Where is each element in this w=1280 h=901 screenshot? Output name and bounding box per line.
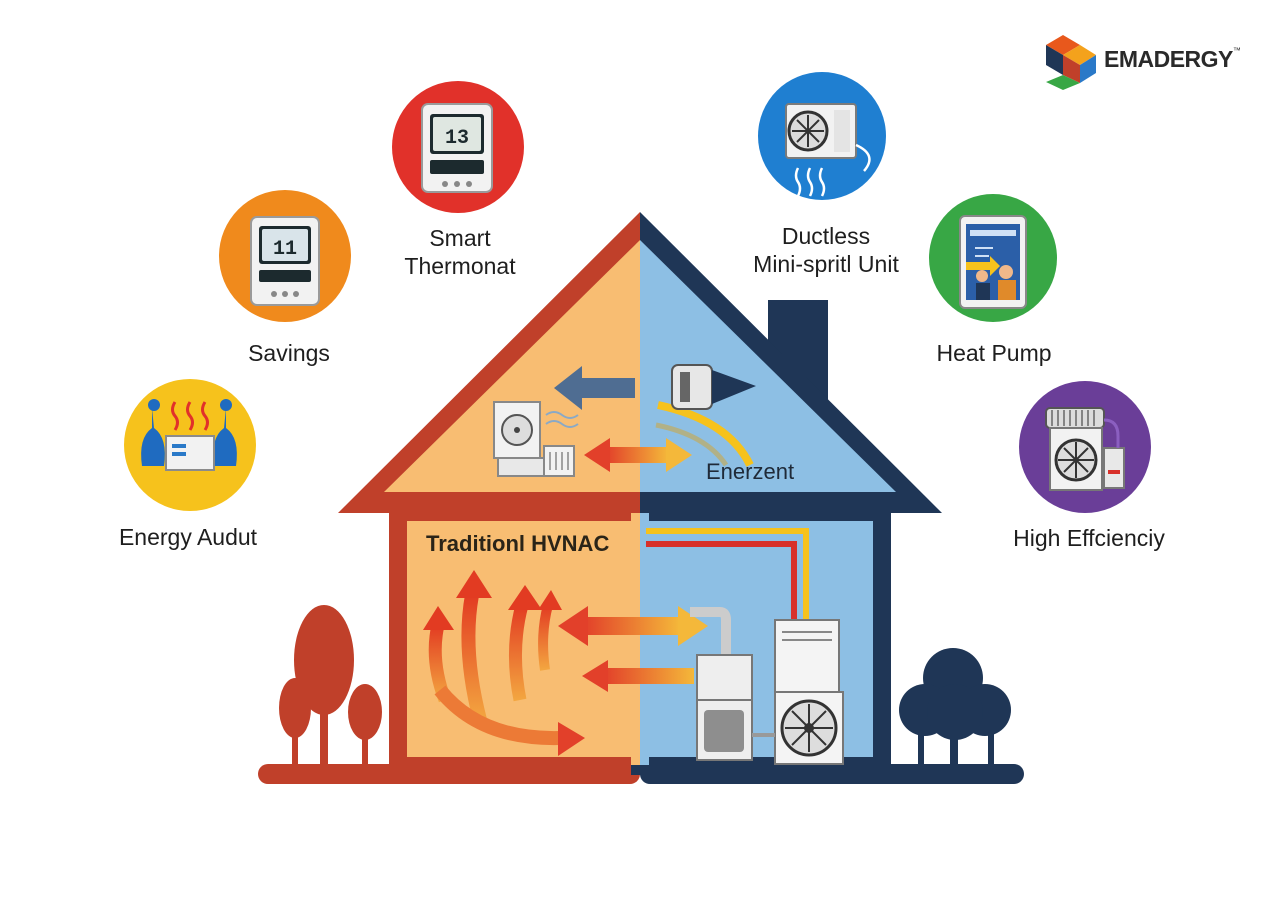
energy-audit-badge: [124, 379, 256, 511]
ductless-label: Ductless Mini-spritl Unit: [753, 222, 899, 278]
savings-badge: 11: [219, 190, 351, 322]
smart-thermostat-badge: 13: [392, 81, 524, 213]
furnace-unit-icon: [696, 654, 753, 761]
brand-logo-icon: [1046, 35, 1096, 90]
warm-air-arrows: [423, 570, 585, 756]
ductless-line2: Mini-spritl Unit: [753, 251, 899, 277]
energy-audit-icon: [141, 399, 237, 471]
ventilation-fan-icon: [671, 364, 756, 410]
heat-pump-unit-icon: [752, 619, 844, 765]
tablet-technician-icon: [959, 215, 1027, 309]
thermostat-icon: 11: [250, 216, 320, 306]
smart-thermostat-display: 13: [445, 127, 469, 150]
smart-thermostat-line2: Thermonat: [404, 253, 516, 279]
attic-ac-unit-icon: [493, 401, 579, 477]
mini-split-icon: [785, 103, 871, 197]
savings-label: Savings: [248, 340, 330, 366]
tree-left-icon: [279, 605, 382, 770]
heat-pump-label: Heat Pump: [936, 340, 1052, 366]
tree-right-icon: [899, 648, 1011, 770]
attic-double-arrow: [584, 438, 692, 472]
ductless-badge: [758, 72, 886, 200]
house-wall-cool: [631, 503, 891, 775]
trademark-mark: ™: [1232, 46, 1241, 55]
savings-thermostat-display: 11: [273, 238, 297, 261]
smart-thermostat-line1: Smart: [429, 225, 491, 251]
brand-text: EMADERGY: [1104, 46, 1233, 72]
floor-double-arrow: [558, 606, 708, 646]
efficient-system-label: Enerzent: [706, 459, 795, 484]
efficient-unit-icon: [1045, 407, 1125, 491]
ductless-line1: Ductless: [781, 223, 871, 249]
high-efficiency-label: High Effcienciy: [1013, 525, 1165, 551]
heat-pump-badge: [929, 194, 1057, 322]
high-efficiency-badge: [1019, 381, 1151, 513]
brand-name: EMADERGY™: [1104, 46, 1241, 73]
smart-thermostat-label: Smart Thermonat: [404, 224, 515, 280]
floor-left-arrow: [582, 660, 694, 692]
thermostat-icon: 13: [421, 103, 493, 193]
attic-arrow-left: [554, 366, 635, 410]
traditional-hvac-label: Traditionl HVNAC: [426, 531, 610, 556]
energy-audit-label: Energy Audut: [118, 524, 258, 550]
